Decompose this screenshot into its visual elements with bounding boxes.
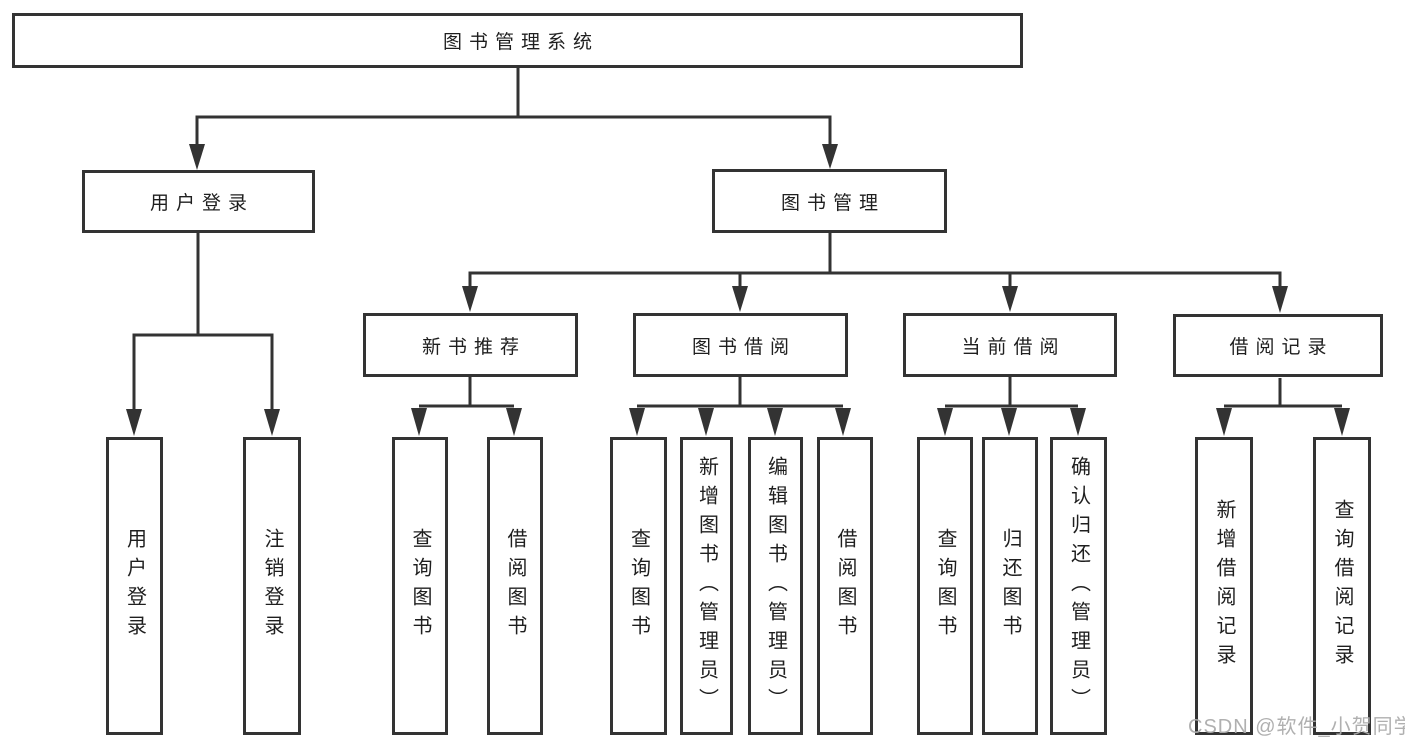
arrowhead-icon: [506, 408, 522, 436]
arrowhead-icon: [1002, 286, 1018, 312]
leaf-borrow-books-borrowing: 借阅图书: [817, 437, 873, 735]
leaf-logout-login: 注销登录: [243, 437, 301, 735]
arrowhead-icon: [1001, 408, 1017, 436]
node-book-management: 图书管理: [712, 169, 947, 233]
arrowhead-icon: [189, 144, 205, 170]
arrowhead-icon: [698, 408, 714, 436]
leaf-user-login: 用户登录: [106, 437, 163, 735]
node-new-book-recommendation: 新书推荐: [363, 313, 578, 377]
leaf-query-books-current: 查询图书: [917, 437, 973, 735]
node-borrowing-records: 借阅记录: [1173, 314, 1383, 377]
arrowhead-icon: [767, 408, 783, 436]
watermark: CSDN @软件_小贺同学: [1188, 716, 1405, 738]
leaf-query-borrow-record: 查询借阅记录: [1313, 437, 1371, 735]
leaf-edit-books-admin: 编辑图书（管理员）: [748, 437, 803, 735]
arrowhead-icon: [822, 144, 838, 169]
leaf-add-borrow-record: 新增借阅记录: [1195, 437, 1253, 735]
node-user-login: 用户登录: [82, 170, 315, 233]
arrowhead-icon: [264, 409, 280, 436]
arrowhead-icon: [629, 408, 645, 436]
leaf-borrow-books-recommend: 借阅图书: [487, 437, 543, 735]
leaf-return-books: 归还图书: [982, 437, 1038, 735]
node-current-borrowing: 当前借阅: [903, 313, 1117, 377]
arrowhead-icon: [937, 408, 953, 436]
arrowhead-icon: [1272, 286, 1288, 313]
arrowhead-icon: [732, 286, 748, 312]
arrowhead-icon: [1216, 408, 1232, 436]
leaf-query-books-borrowing: 查询图书: [610, 437, 667, 735]
arrowhead-icon: [411, 408, 427, 436]
leaf-add-books-admin: 新增图书（管理员）: [680, 437, 733, 735]
node-library-management-system: 图书管理系统: [12, 13, 1023, 68]
leaf-query-books-recommend: 查询图书: [392, 437, 448, 735]
arrowhead-icon: [126, 409, 142, 436]
leaf-confirm-return-admin: 确认归还（管理员）: [1050, 437, 1107, 735]
arrowhead-icon: [462, 286, 478, 312]
arrowhead-icon: [1070, 408, 1086, 436]
arrowhead-icon: [1334, 408, 1350, 436]
arrowhead-icon: [835, 408, 851, 436]
node-book-borrowing: 图书借阅: [633, 313, 848, 377]
